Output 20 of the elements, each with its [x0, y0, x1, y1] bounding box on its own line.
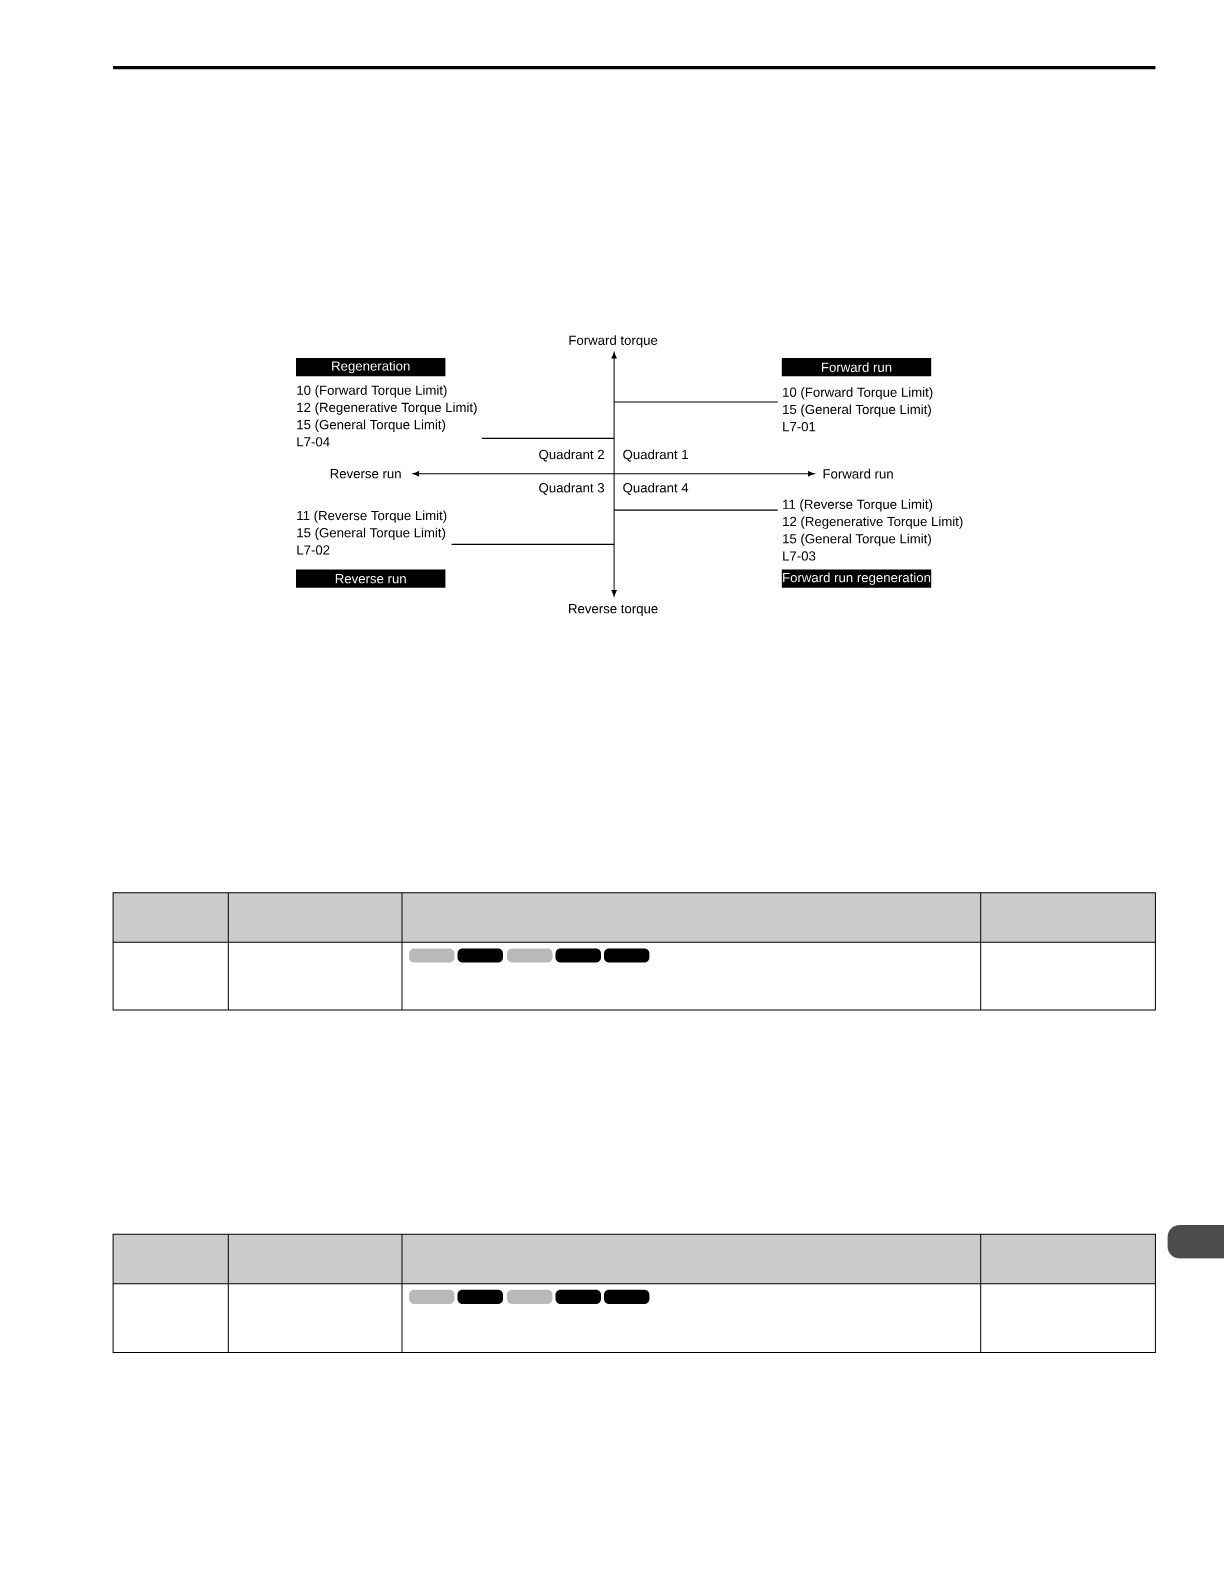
axis-label: Reverse torque [569, 604, 658, 616]
axis-label: Forward run [823, 468, 893, 479]
quadrant-label: Quadrant 2 [539, 449, 604, 462]
leader-line [613, 509, 779, 511]
quadrant-label: Quadrant 3 [539, 482, 604, 495]
quadrant-label: Quadrant 4 [623, 482, 689, 495]
leader-line [613, 401, 779, 403]
limit-text: 10 (Forward Torque Limit) 12 (Regenerative Torque Limit) 15 (General Torque Limit) L7-04 [297, 385, 477, 447]
label-band: Regeneration [296, 358, 446, 377]
label-band: Forward run [781, 358, 932, 377]
axis-label: Forward torque [569, 335, 658, 348]
limit-text: 10 (Forward Torque Limit) 15 (General Torque Limit) L7-01 [783, 387, 933, 432]
label-band: Reverse run [296, 569, 446, 588]
quadrant-label: Quadrant 1 [623, 449, 688, 462]
limit-text: 11 (Reverse Torque Limit) 12 (Regenerative Torque Limit) 15 (General Torque Limit) L7-03 [783, 499, 963, 561]
label-band: Forward run regeneration [781, 569, 932, 588]
leader-line [450, 543, 615, 545]
limit-text: 11 (Reverse Torque Limit) 15 (General Torque Limit) L7-02 [297, 510, 447, 555]
leader-line [481, 437, 615, 439]
axis-label: Reverse run [330, 469, 401, 479]
